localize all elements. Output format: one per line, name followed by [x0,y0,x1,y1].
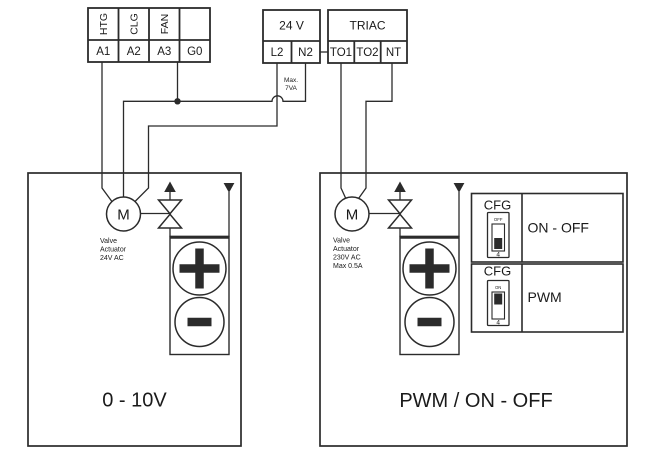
cfg-title: CFG [484,264,511,279]
block-title: 24 V [279,19,304,33]
terminal-label: A1 [96,46,110,58]
flow-arrow-up-icon [394,181,406,192]
power-note-line: 7VA [285,85,297,92]
valve-icon [386,199,414,215]
signal-label: CLG [129,13,141,35]
wire-n2-common [122,63,307,198]
cfg-panel: CFG OFF 4 ON - OFF CFG ON 4 PWM [470,192,624,333]
valve-icon [156,199,184,215]
wire-to1 [340,63,348,201]
dip-switch-knob [494,238,503,249]
power-terminal-block: 24 V L2 N2 [262,9,321,64]
dip-switch-knob [494,293,503,305]
dip-switch-number: 4 [496,320,500,327]
plus-symbol-icon [179,248,220,289]
wire-nt [356,63,393,201]
left-unit-box [27,172,242,447]
motor-circle [334,196,370,232]
valve-icon [386,213,414,229]
actuator-caption-line: Actuator [333,246,360,253]
power-note-line: Max. [284,77,298,84]
controller-terminal-block: HTG CLG FAN A1 A2 A3 G0 [87,7,211,63]
wire-l2 [133,63,278,203]
actuator-caption-line: Valve [333,238,350,245]
actuator-caption-line: Actuator [100,247,127,254]
junction-dot [174,98,181,105]
cfg-mode-label: PWM [528,289,562,305]
right-unit-box [319,172,628,447]
flow-arrow-down-icon [223,183,235,193]
dip-switch-state-label: ON [495,285,501,290]
plus-symbol-icon [409,248,450,289]
left-mode-label: 0 - 10V [102,390,167,412]
terminal-label: NT [386,47,401,59]
terminal-label: TO1 [330,47,352,59]
block-title: TRIAC [350,19,386,33]
motor-label: M [117,207,130,224]
valve-icon [156,213,184,229]
motor-circle [105,196,142,232]
actuator-caption-line: Max 0.5A [333,263,363,270]
terminal-block-frame [327,9,408,64]
flow-arrow-up-icon [164,181,176,192]
actuator-caption-line: 230V AC [333,255,361,262]
terminal-label: TO2 [356,47,378,59]
wire-a1 [101,62,114,204]
cfg-mode-label: ON - OFF [528,220,589,236]
actuator-caption-line: 24V AC [100,255,124,262]
dip-switch-number: 4 [496,252,500,259]
terminal-label: A3 [157,46,171,58]
cfg-title: CFG [484,198,511,213]
triac-terminal-block: TRIAC TO1 TO2 NT [327,9,408,64]
terminal-label: L2 [271,47,284,59]
dip-switch-state-label: OFF [494,217,503,222]
terminal-label: N2 [298,47,313,59]
terminal-label: A2 [127,46,141,58]
signal-label: HTG [98,13,110,35]
actuator-caption-line: Valve [100,238,117,245]
terminal-label: G0 [187,46,202,58]
right-mode-label: PWM / ON - OFF [399,390,552,412]
signal-label: FAN [159,14,171,34]
motor-label: M [346,207,359,224]
flow-arrow-down-icon [453,183,465,193]
